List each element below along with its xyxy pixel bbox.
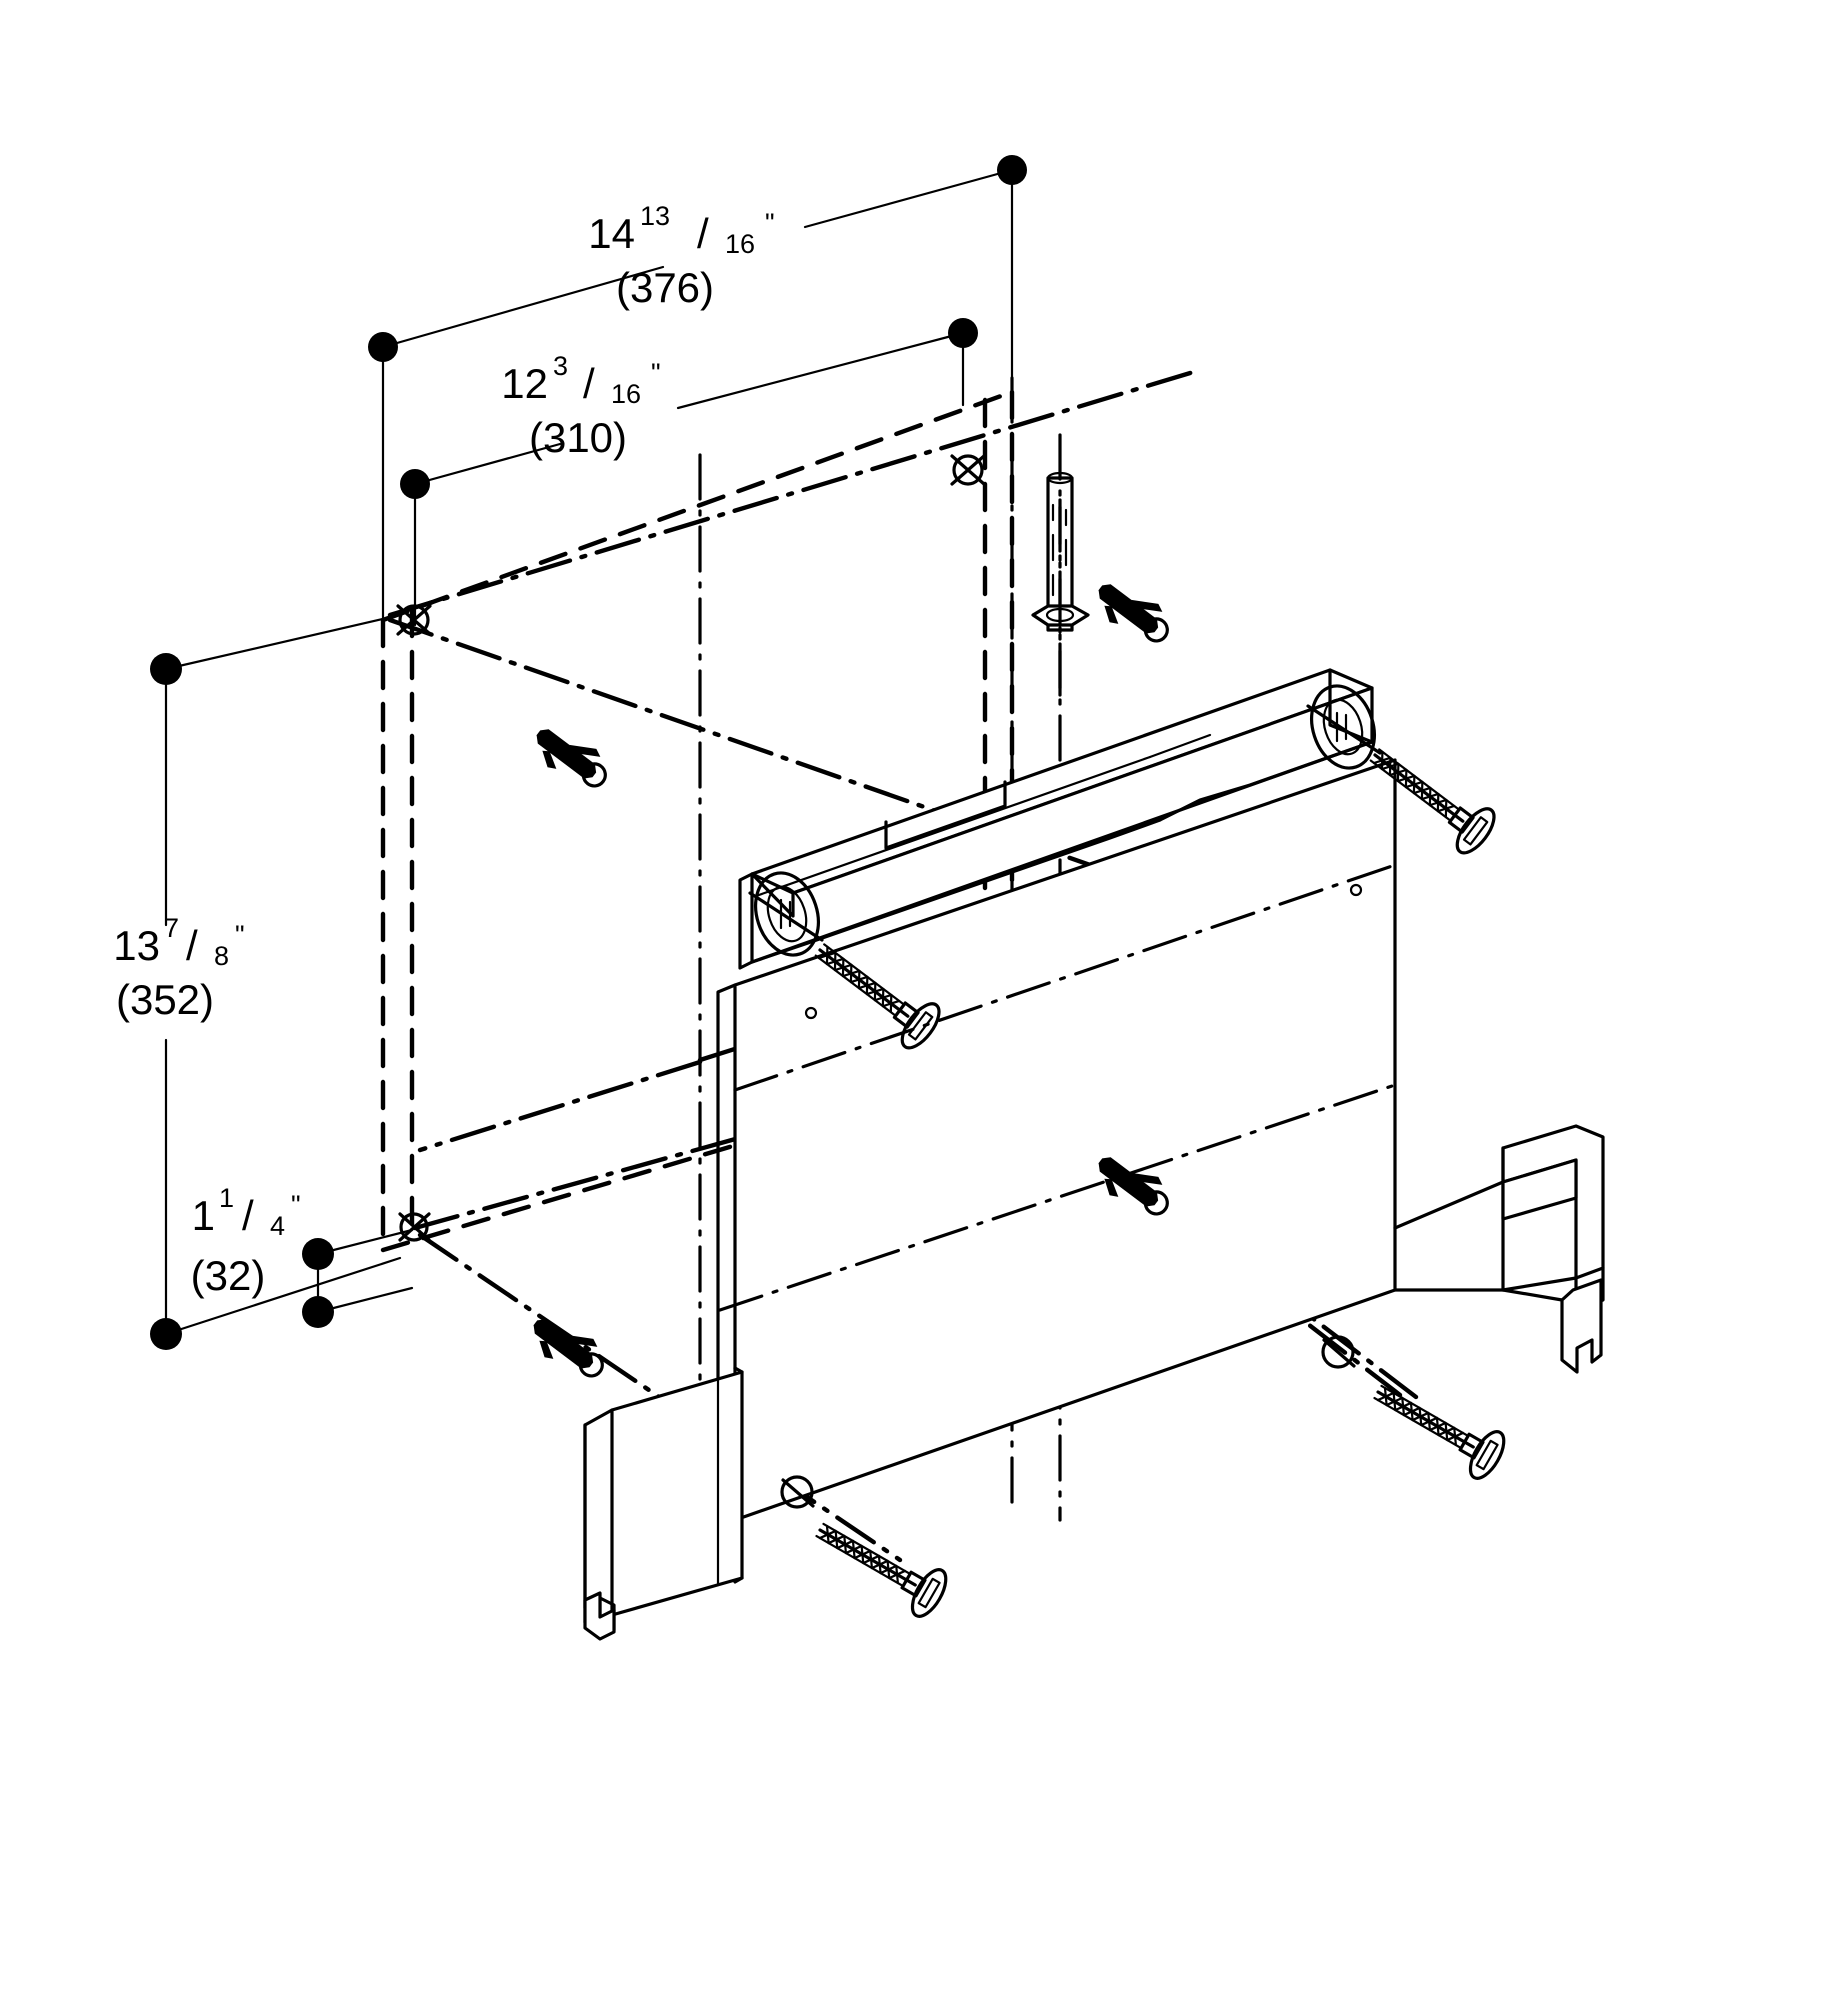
wall-anchor-plug	[533, 1319, 604, 1378]
lower-support-bracket-right	[1393, 1124, 1605, 1374]
dimension-width-outer: 14 13 / 16 " (376)	[368, 155, 1027, 642]
height-adjuster-bolt	[1031, 433, 1090, 702]
panel-hole	[804, 1006, 818, 1020]
dim-offset-metric: (32)	[191, 1252, 266, 1299]
dim-offset-whole: 1	[192, 1192, 215, 1239]
dim-inner-inch-mark: "	[651, 358, 661, 388]
dim-inner-whole: 12	[501, 360, 548, 407]
lower-support-bracket-left	[583, 1366, 744, 1641]
mounting-screw	[814, 943, 941, 1050]
dim-height-inch-mark: "	[235, 920, 245, 950]
dim-offset-denominator: 4	[270, 1211, 285, 1241]
dim-height-denominator: 8	[214, 941, 229, 971]
dim-offset-slash: /	[242, 1192, 254, 1239]
hole-crosshair-icon	[950, 454, 986, 486]
dim-inner-denominator: 16	[611, 379, 641, 409]
mounting-rail-bracket	[738, 668, 1374, 970]
wall-anchor-plug	[536, 729, 607, 788]
dim-outer-numerator: 13	[640, 201, 670, 231]
mounting-screw	[1373, 1384, 1506, 1480]
dim-inner-numerator: 3	[553, 351, 568, 381]
mounting-screw	[815, 1522, 948, 1618]
dimension-width-inner: 12 3 / 16 " (310)	[400, 318, 978, 627]
dimension-height-overall: 13 7 / 8 " (352)	[113, 613, 402, 1350]
dim-height-whole: 13	[113, 922, 160, 969]
wall-anchor-plug	[1098, 584, 1169, 643]
panel-screw-target	[780, 1475, 815, 1509]
wall-anchor-plug	[1098, 1157, 1169, 1216]
dim-inner-metric: (310)	[529, 414, 627, 461]
dim-offset-numerator: 1	[219, 1183, 234, 1213]
panel-screw-target	[1321, 1335, 1356, 1369]
mounting-screw	[1369, 748, 1496, 855]
dim-outer-slash: /	[697, 210, 709, 257]
dim-outer-whole: 14	[588, 210, 635, 257]
dim-outer-inch-mark: "	[765, 208, 775, 238]
hole-crosshair-icon	[398, 1212, 431, 1242]
dim-offset-inch-mark: "	[291, 1190, 301, 1220]
panel-hole	[1349, 883, 1363, 897]
keyhole-slot-icon	[1306, 684, 1382, 770]
rail-keyhole-slots	[748, 684, 1382, 957]
dim-height-metric: (352)	[116, 976, 214, 1023]
hole-crosshair-icon	[396, 604, 432, 636]
dim-height-slash: /	[186, 922, 198, 969]
panel-center-lines	[718, 863, 1397, 1312]
dim-outer-metric: (376)	[616, 264, 714, 311]
keyhole-slot-icon	[748, 871, 824, 957]
dimension-offset-bottom: 1 1 / 4 " (32)	[191, 1183, 414, 1328]
dim-inner-slash: /	[583, 360, 595, 407]
dim-height-numerator: 7	[164, 913, 179, 943]
dim-outer-denominator: 16	[725, 229, 755, 259]
